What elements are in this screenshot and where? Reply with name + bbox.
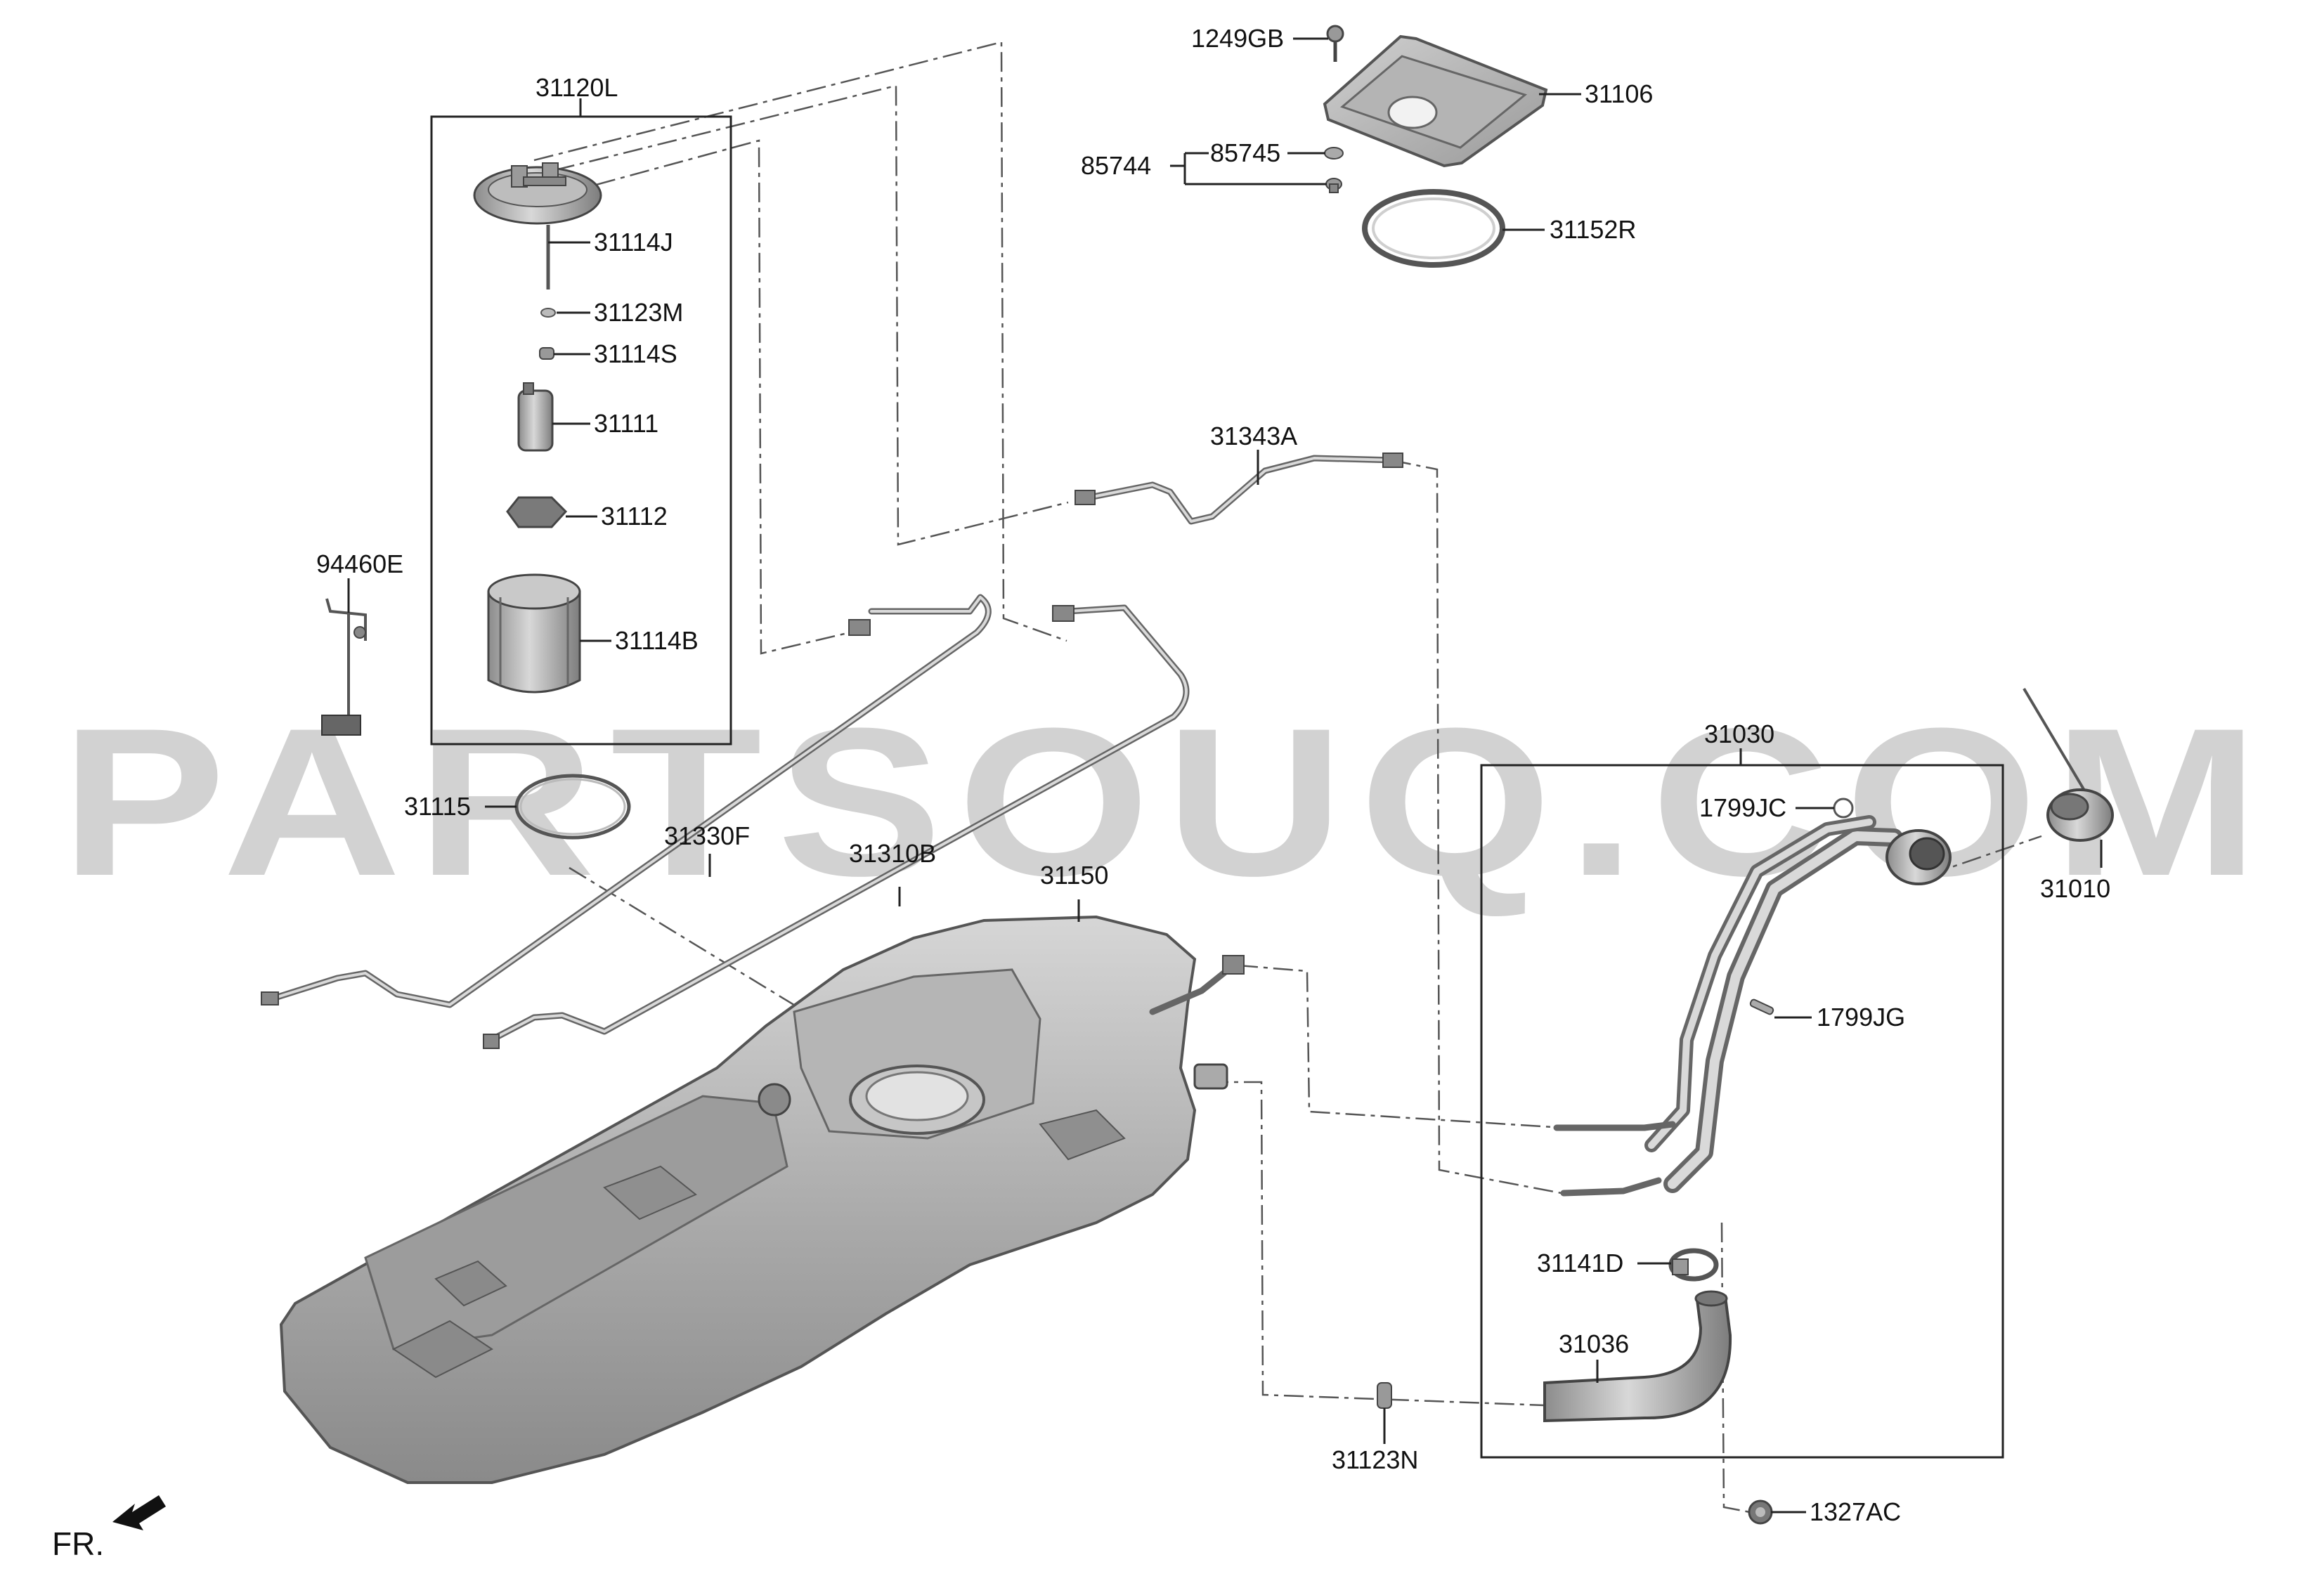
- fuel-line-31330F: [267, 594, 992, 1008]
- part-label-31123M: 31123M: [594, 298, 683, 327]
- group-label-31030: 31030: [1704, 720, 1774, 748]
- part-label-94460E: 94460E: [316, 549, 403, 578]
- fuel-line-connector-upper-a: [848, 619, 871, 636]
- part-label-31114B: 31114B: [615, 626, 699, 655]
- part-label-1327AC: 1327AC: [1810, 1497, 1901, 1526]
- part-label-85745: 85745: [1210, 138, 1280, 167]
- fuel-pump-31111: [517, 382, 554, 452]
- part-label-85744: 85744: [1081, 151, 1151, 180]
- nut-85744: [1325, 178, 1342, 193]
- part-label-31106: 31106: [1585, 79, 1653, 108]
- part-label-31310B: 31310B: [849, 839, 936, 868]
- fuel-line-31310B: [485, 604, 1190, 1045]
- part-label-31111: 31111: [594, 409, 658, 438]
- grommet-1327AC: [1748, 1499, 1773, 1525]
- part-label-31114S: 31114S: [594, 339, 677, 368]
- washer-85745: [1324, 147, 1344, 160]
- vapor-line-31343A: [1075, 453, 1403, 525]
- filler-neck-assembly-frame: [1480, 764, 2004, 1459]
- screw-1249GB: [1326, 25, 1344, 62]
- part-label-31036: 31036: [1559, 1329, 1629, 1358]
- part-label-31115: 31115: [404, 792, 471, 821]
- fuel-tank-31150: [279, 915, 1245, 1484]
- pump-flange-31114J: [473, 162, 602, 289]
- part-label-31112: 31112: [601, 502, 668, 531]
- lock-ring-31152R: [1362, 189, 1505, 268]
- fuel-line-connector-upper-b: [1052, 605, 1075, 622]
- hose-clamp-31141D: [1668, 1248, 1719, 1282]
- front-direction-indicator: FR.: [52, 1495, 166, 1562]
- front-direction-label: FR.: [52, 1525, 104, 1562]
- part-label-31123N: 31123N: [1332, 1445, 1418, 1474]
- pump-filter-31112: [506, 496, 568, 528]
- fuel-cap-31010: [2023, 687, 2114, 842]
- front-arrow-icon: [112, 1495, 166, 1530]
- part-label-31330F: 31330F: [664, 821, 750, 850]
- leader-lines: [347, 37, 2103, 1514]
- group-label-31120L: 31120L: [535, 73, 618, 102]
- clip-31123N: [1377, 1382, 1392, 1409]
- fuel-line-connector-left: [261, 991, 279, 1005]
- part-label-31150: 31150: [1040, 861, 1108, 890]
- filler-hose-31036: [1543, 1290, 1732, 1423]
- service-cover-31106: [1323, 34, 1548, 168]
- part-label-31010: 31010: [2040, 874, 2110, 903]
- part-label-1799JG: 1799JG: [1817, 1003, 1905, 1031]
- fuel-sender-94460E: [321, 598, 367, 736]
- part-label-31343A: 31343A: [1210, 422, 1297, 450]
- pump-part-31123M: [540, 308, 556, 318]
- pump-reservoir-31114B: [487, 573, 581, 694]
- part-label-1799JC: 1799JC: [1699, 793, 1786, 822]
- filler-neck-31030: [1553, 815, 1952, 1197]
- fuel-line-connector-center: [483, 1034, 500, 1049]
- part-label-31114J: 31114J: [594, 228, 673, 256]
- clip-1799JG: [1749, 998, 1774, 1015]
- part-label-31152R: 31152R: [1550, 215, 1636, 244]
- part-label-31141D: 31141D: [1537, 1249, 1623, 1277]
- part-label-1249GB: 1249GB: [1191, 24, 1284, 53]
- pump-part-31114S: [539, 347, 554, 360]
